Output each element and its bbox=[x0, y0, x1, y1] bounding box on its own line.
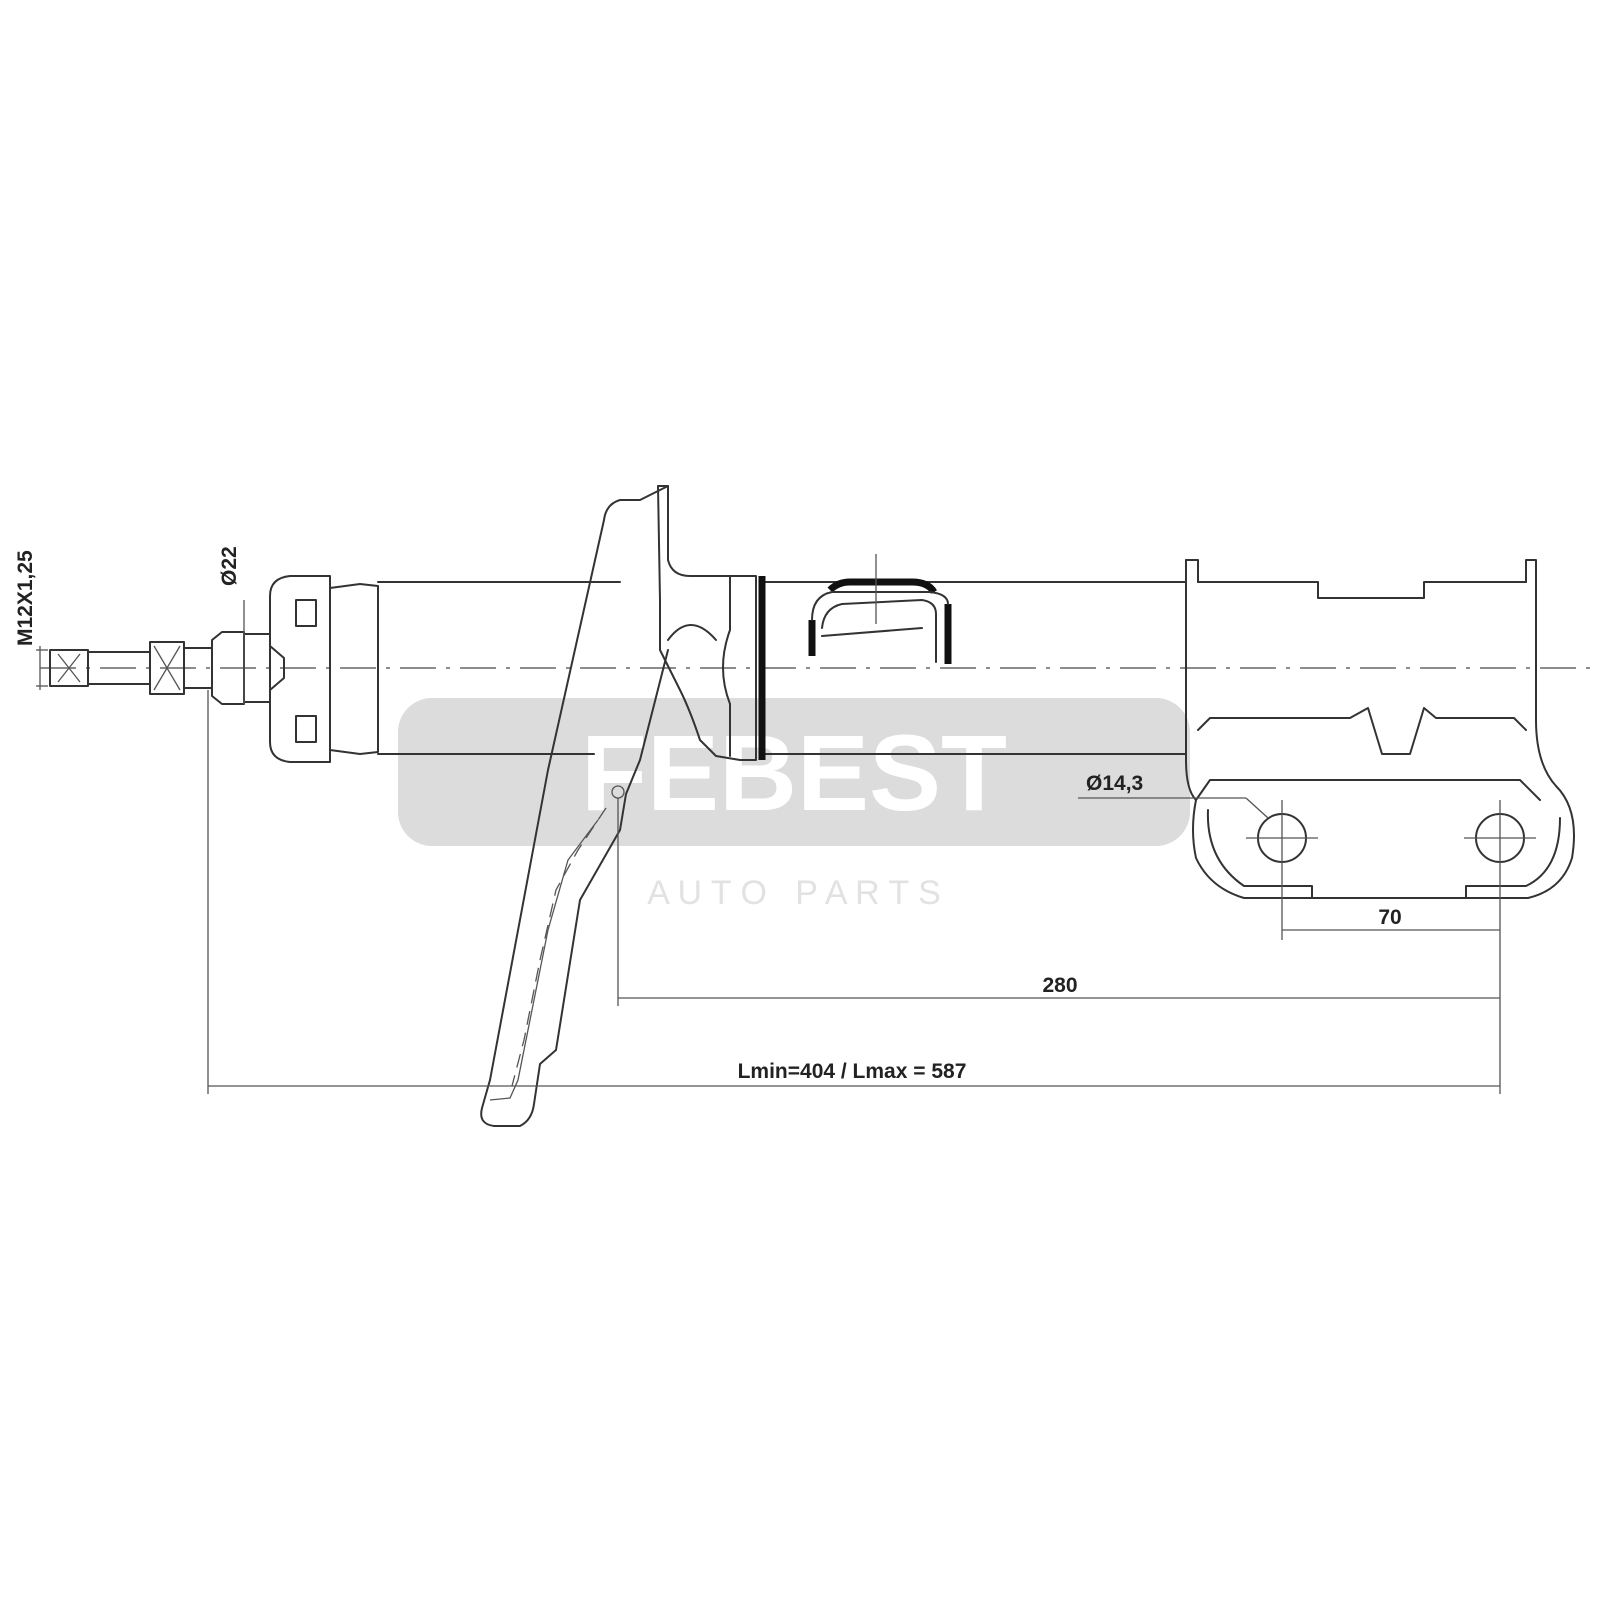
hose-bracket bbox=[808, 554, 952, 664]
knuckle-outline bbox=[1185, 559, 1575, 899]
watermark-brand: FEBEST bbox=[581, 712, 1007, 833]
rod-diameter-label: Ø22 bbox=[218, 546, 241, 586]
thread-label: M12X1,25 bbox=[14, 550, 37, 646]
top-cap-body bbox=[269, 575, 331, 763]
spring-seat-cup bbox=[657, 485, 757, 761]
dimension-lines bbox=[36, 600, 1501, 1094]
watermark: FEBEST A U T O P A R T S bbox=[398, 698, 1190, 912]
watermark-tagline: A U T O P A R T S bbox=[647, 874, 941, 912]
hole-diameter-label: Ø14,3 bbox=[1086, 772, 1143, 795]
body-tube bbox=[377, 576, 1187, 760]
spring-seat bbox=[657, 485, 757, 761]
knuckle-bracket bbox=[1185, 559, 1575, 899]
watermark-box bbox=[398, 698, 1190, 846]
bracket-outline bbox=[480, 485, 669, 1127]
hole-spacing-label: 70 bbox=[1378, 906, 1401, 929]
mount-distance-label: 280 bbox=[1042, 974, 1077, 997]
top-cap bbox=[269, 575, 379, 763]
length-label: Lmin=404 / Lmax = 587 bbox=[738, 1060, 967, 1083]
